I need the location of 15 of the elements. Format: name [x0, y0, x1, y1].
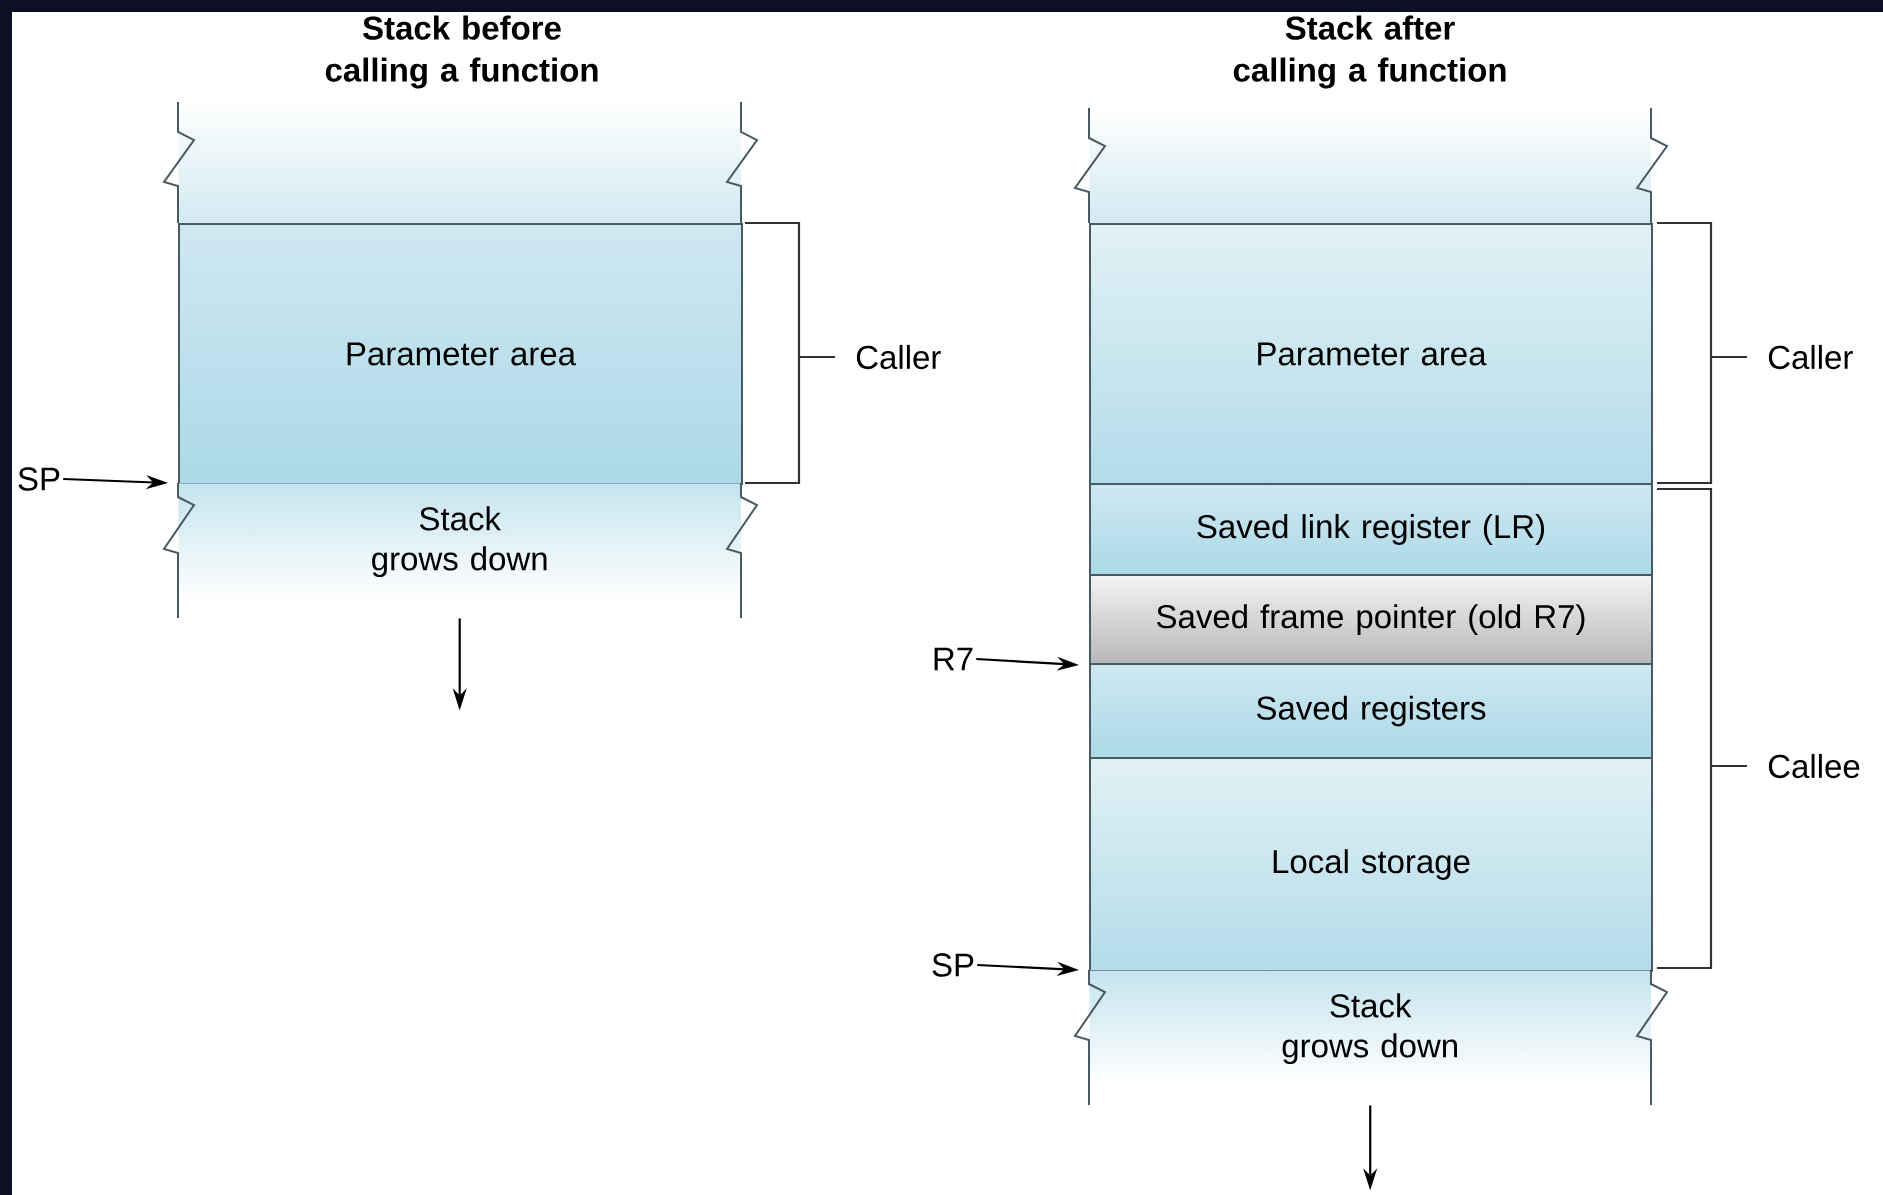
- bracket-label: Caller: [1768, 344, 1853, 370]
- column-title: Stack before calling a function: [325, 15, 598, 89]
- bracket-label: Callee: [1768, 753, 1860, 779]
- column-title: Stack after calling a function: [1233, 15, 1506, 89]
- stack-continuation-band: [162, 101, 759, 224]
- bracket-label: Caller: [856, 344, 941, 370]
- stack-frame-box: Saved frame pointer (old R7): [1089, 574, 1653, 665]
- pointer-label: SP: [18, 467, 60, 491]
- stack-continuation-band: Stack grows down: [162, 482, 759, 619]
- pointer-label: R7: [934, 647, 973, 671]
- stack-continuation-band: Stack grows down: [1073, 969, 1669, 1106]
- stack-continuation-band: [1073, 107, 1669, 224]
- pointer-label: SP: [932, 953, 974, 977]
- stack-frame-box: Saved link register (LR): [1089, 483, 1653, 576]
- stack-frame-box: Saved registers: [1089, 663, 1653, 759]
